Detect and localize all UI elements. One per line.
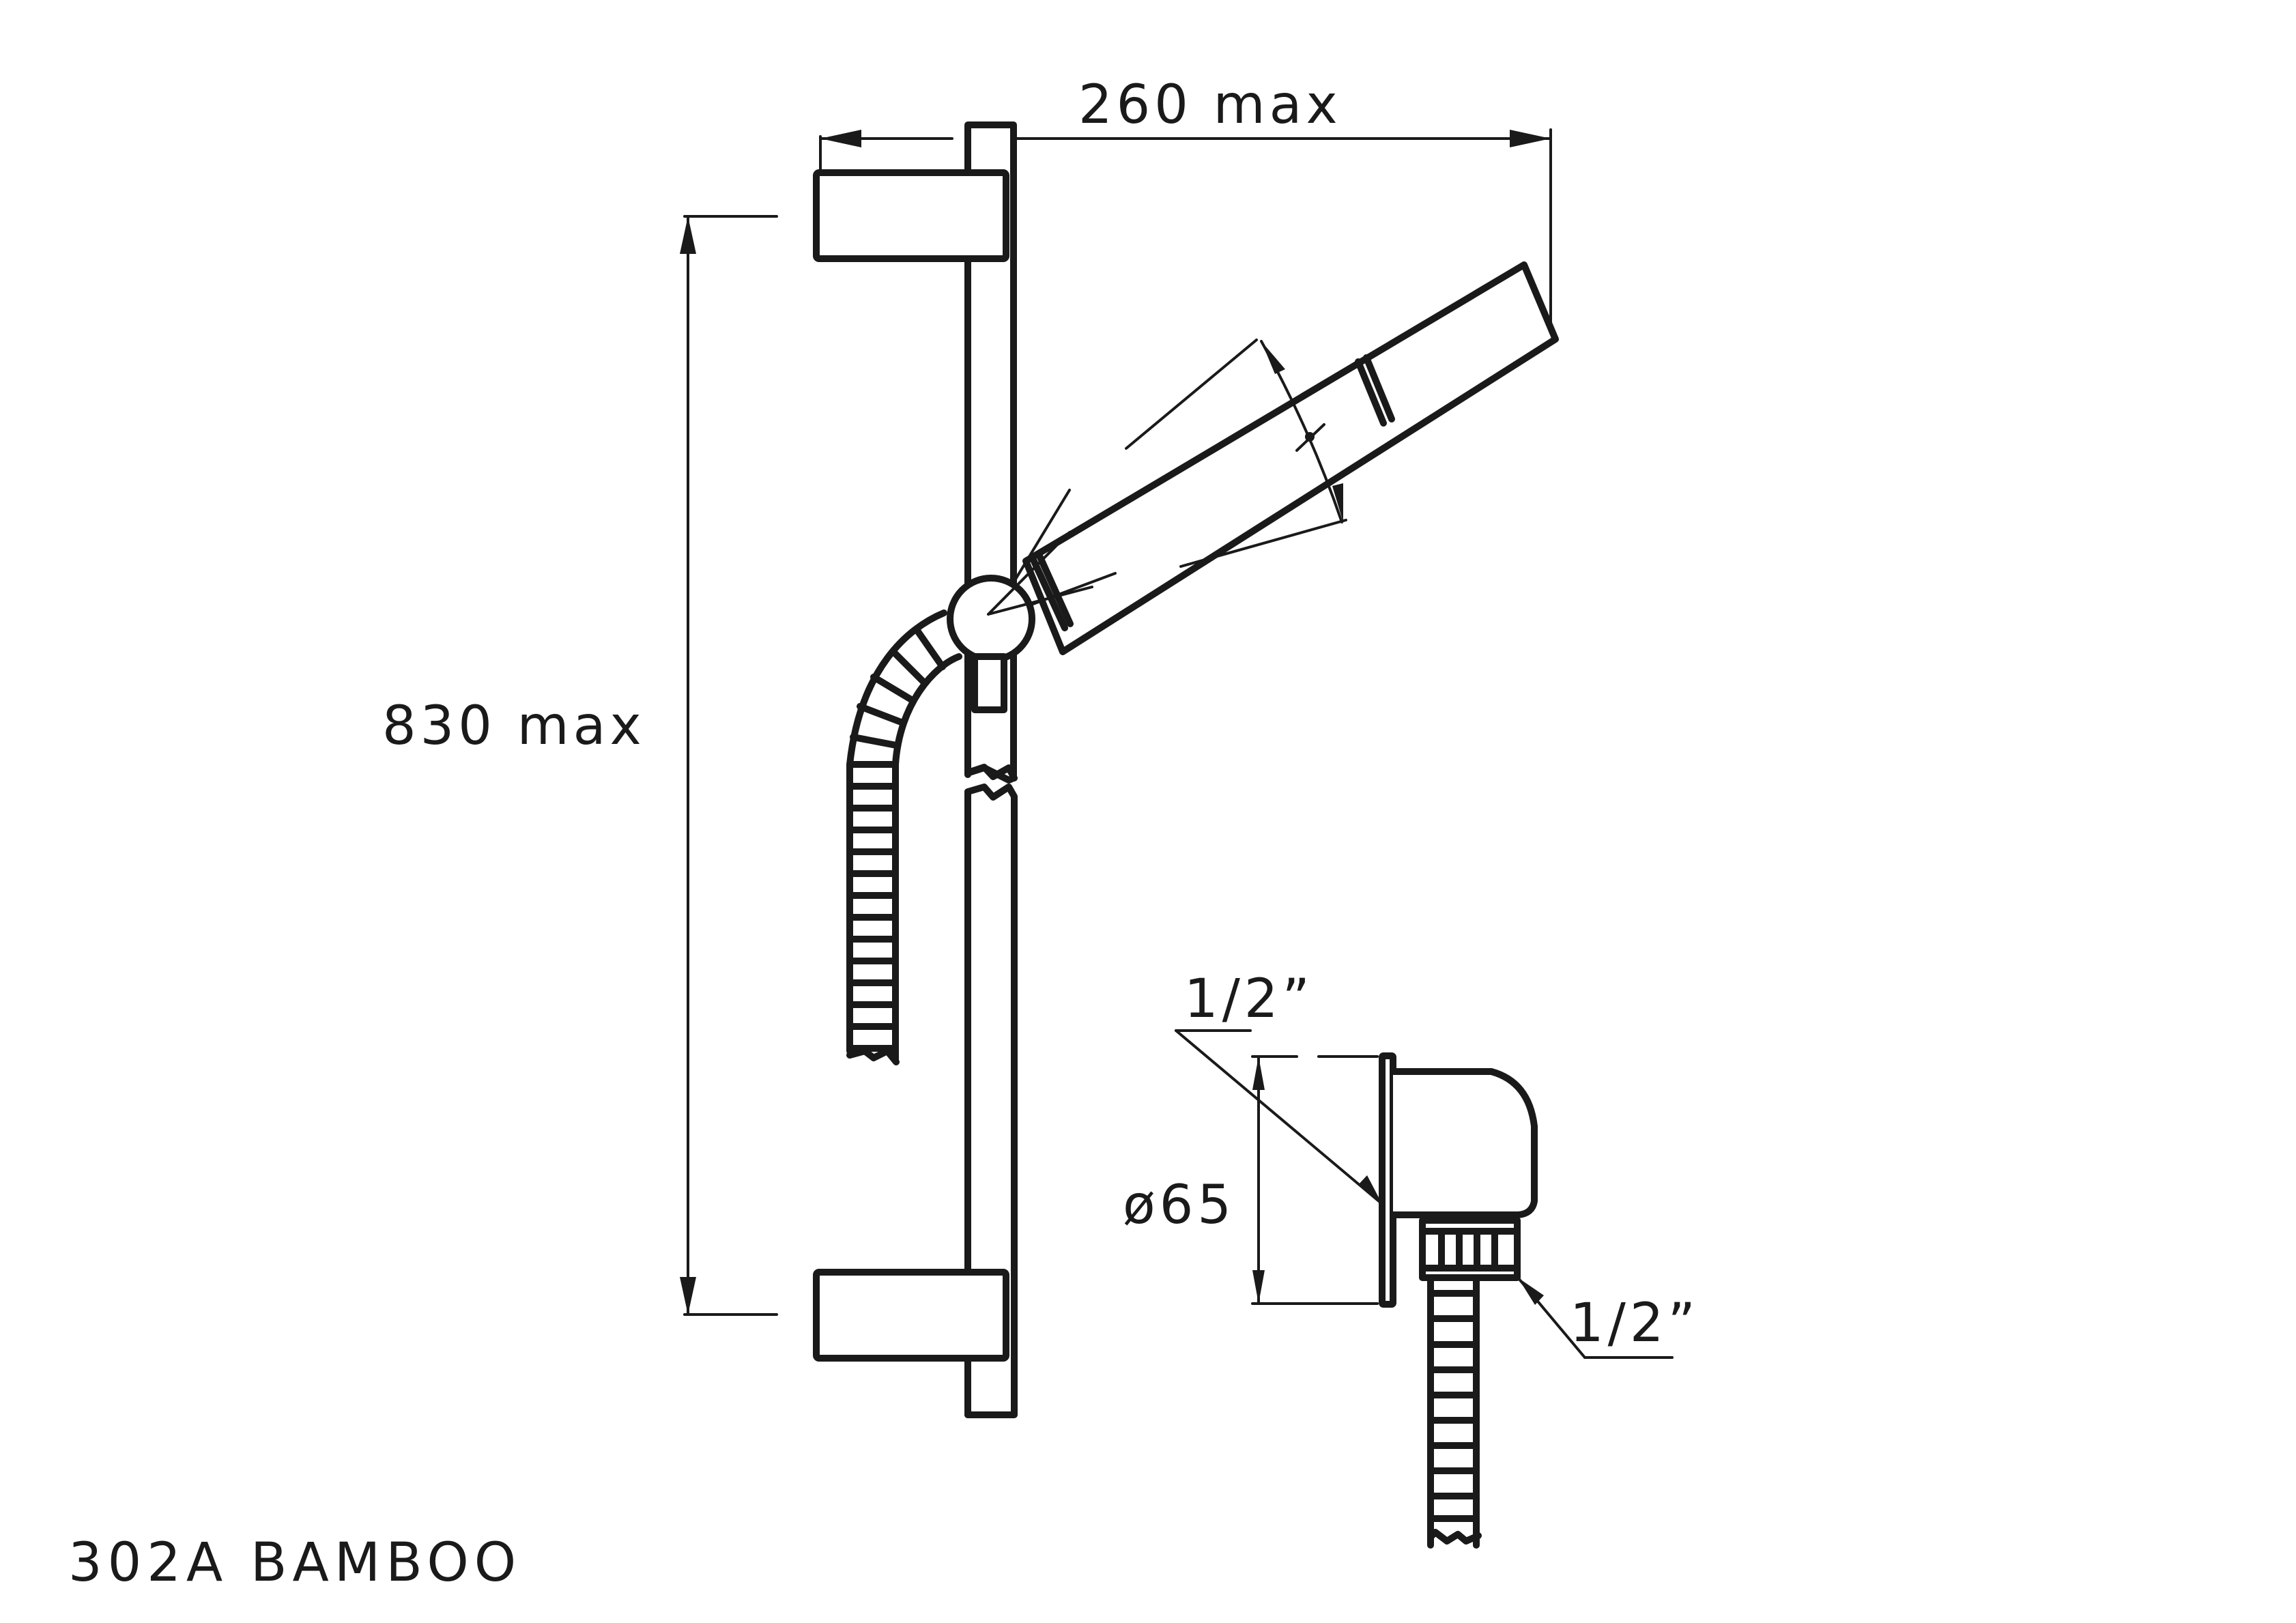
diameter-arrow-down-icon (1252, 1270, 1265, 1304)
height-label: 830 max (382, 695, 646, 757)
arrow-right-icon (1510, 130, 1551, 147)
width-label: 260 max (1078, 74, 1342, 136)
shower-hose (846, 609, 962, 1065)
angle-arrow-down-icon (1332, 483, 1343, 522)
slide-rail (964, 121, 1018, 1418)
arrow-down-icon (680, 1277, 696, 1315)
wall-outlet: ø65 1/2” 1/2” (1123, 968, 1699, 1549)
wall-bracket-top (813, 169, 1009, 262)
wall-bracket-bottom (813, 1269, 1009, 1418)
diameter-arrow-up-icon (1252, 1057, 1265, 1090)
slider-holder (947, 531, 1093, 713)
drawing-title: 302A BAMBOO (68, 1532, 521, 1594)
height-dimension: 830 max (382, 215, 778, 1316)
width-dimension: 260 max (819, 74, 1552, 336)
outlet-hose (1427, 1274, 1482, 1549)
arrow-up-icon (680, 216, 696, 254)
hand-shower (990, 261, 1559, 655)
hose-ribs (846, 761, 899, 1052)
diameter-label: ø65 (1123, 1175, 1235, 1236)
thread-arrow-bottom-icon (1518, 1278, 1544, 1305)
arrow-left-icon (820, 130, 861, 147)
thread-arrow-top-icon (1358, 1175, 1382, 1204)
thread-top-label: 1/2” (1184, 968, 1314, 1030)
angle-arrow-up-icon (1261, 341, 1285, 374)
thread-bottom-label: 1/2” (1570, 1293, 1699, 1354)
